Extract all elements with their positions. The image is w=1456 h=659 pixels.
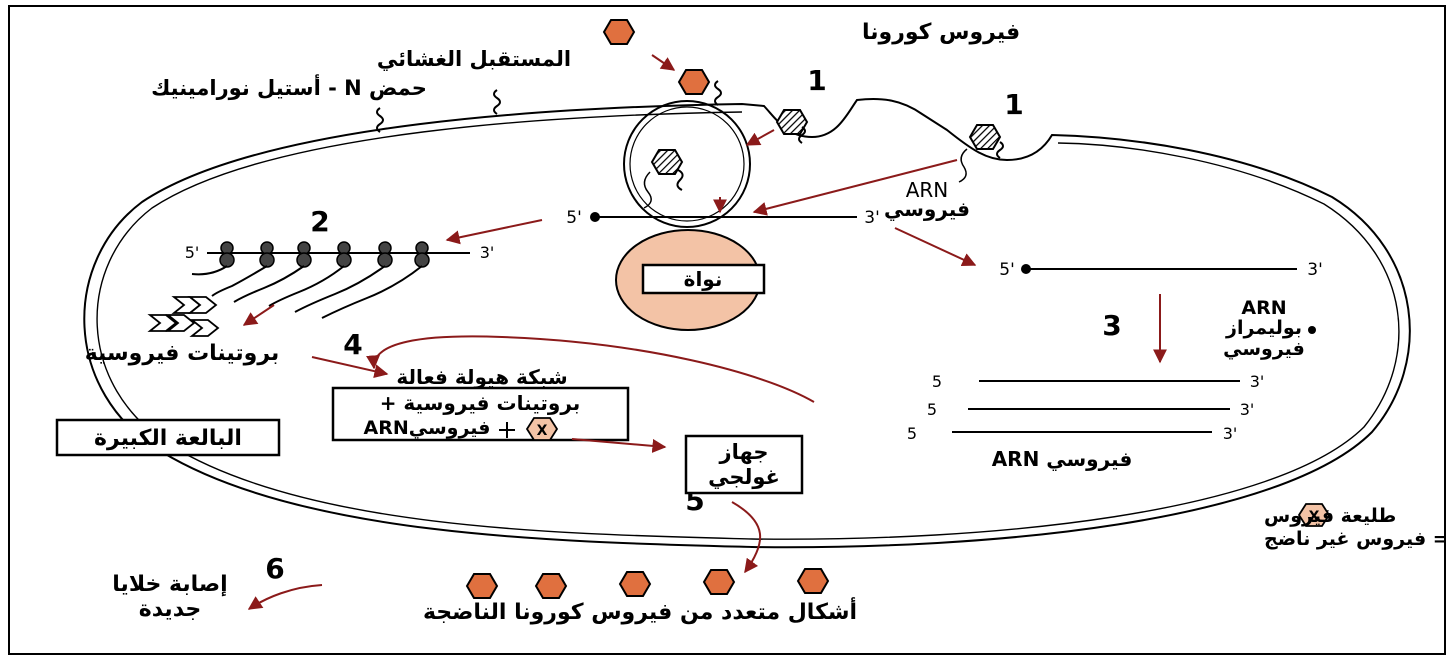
nucleus-label: نواة — [684, 267, 723, 291]
corona-virus-label: فيروس كورونا — [862, 20, 1020, 45]
polysome-3-prime: 3' — [480, 243, 495, 262]
new-cells-line-1: إصابة خلايا — [112, 572, 227, 597]
svg-text:3': 3' — [1250, 372, 1265, 391]
arrow-to-proteins — [242, 304, 275, 326]
arrow-rer-loop — [366, 335, 815, 403]
arrow-virus-in — [651, 54, 676, 71]
diagram-frame: 5' 3' ARN فيروسي 1 1 2 3 4 5 6 فيروس كور… — [8, 5, 1446, 655]
macrophage-box — [55, 418, 281, 457]
endocytic-vesicle — [623, 100, 751, 228]
golgi-label-2: غولجي — [708, 465, 780, 489]
golgi-label-1: جهاز — [719, 440, 769, 464]
svg-text:5: 5 — [907, 424, 917, 443]
svg-text:X: X — [537, 423, 548, 439]
assembly-line-1: بروتينات فيروسية + — [380, 391, 581, 415]
step-4: 4 — [343, 328, 362, 361]
arrow-proteins-to-rer — [311, 356, 389, 379]
mature-forms-label: أشكال متعدد من فيروس كورونا الناضجة — [423, 596, 857, 625]
arrow-direct-release — [752, 159, 958, 216]
step-2: 2 — [310, 205, 329, 238]
arn-viral-label-bottom: فيروسي — [884, 197, 970, 222]
nucleus-label-box — [641, 263, 766, 295]
polypeptide-chains — [191, 265, 423, 319]
protein-chevrons — [147, 296, 220, 337]
step-1a: 1 — [807, 64, 826, 97]
svg-text:5: 5 — [932, 372, 942, 391]
cell-membrane-inner — [96, 111, 1400, 540]
new-rna-copies — [952, 380, 1240, 433]
arrow-to-golgi — [571, 438, 667, 453]
ribosomes — [219, 241, 430, 268]
rer-label: شبكة هيولة فعالة — [396, 365, 567, 389]
svg-text:3': 3' — [1223, 424, 1238, 443]
rna-5-prime-label: 5' — [566, 208, 582, 228]
svg-text:5: 5 — [927, 400, 937, 419]
rna-3-prime-label: 3' — [864, 208, 880, 228]
legend-precursor-icon — [1297, 503, 1331, 527]
svg-text:3': 3' — [1240, 400, 1255, 419]
virus-attached-2 — [958, 124, 1004, 183]
arrow-golgi-exit — [731, 501, 762, 574]
virus-attached-1 — [775, 109, 809, 144]
macrophage-label: البالعة الكبيرة — [94, 426, 242, 451]
viral-proteins-label: بروتينات فيروسية — [85, 341, 280, 366]
arn-viral-label-top: ARN — [906, 178, 949, 202]
mature-viruses — [465, 568, 830, 599]
new-cells-line-2: جديدة — [139, 597, 202, 622]
step-1b: 1 — [1004, 88, 1023, 121]
acid-label: حمض N - أستيل نورامينيك — [151, 73, 427, 100]
legend-line-2: = فيروس غير ناضج — [1264, 528, 1444, 550]
arrow-to-vesicle — [745, 129, 775, 146]
arrow-to-replication — [894, 227, 977, 267]
replicating-rna-3p: 3' — [1307, 260, 1323, 280]
virus-hexagon-top — [602, 19, 636, 45]
coronavirus-cycle-diagram: 5' 3' ARN فيروسي 1 1 2 3 4 5 6 فيروس كور… — [55, 19, 1444, 625]
step-3: 3 — [1102, 309, 1121, 342]
polymerase-label-1: ARN — [1241, 297, 1286, 319]
membrane-receptors — [376, 80, 722, 133]
arn-viral-bottom-label: فيروسي ARN — [992, 447, 1133, 472]
step-6: 6 — [265, 552, 284, 585]
polymerase-label-2: بوليمراز — [1225, 317, 1302, 339]
arrow-to-polysome — [445, 219, 543, 245]
replicating-rna-5p: 5' — [999, 260, 1015, 280]
svg-text:X: X — [1309, 509, 1320, 525]
virus-hexagon-entering — [677, 69, 711, 95]
precursor-symbol-box — [525, 417, 559, 441]
polymerase-label-3: فيروسي — [1223, 338, 1305, 360]
cell-membrane — [83, 97, 1411, 549]
assembly-box — [331, 386, 630, 442]
golgi-box — [684, 434, 804, 495]
legend-line-1: طليعة فيروس — [1264, 505, 1396, 527]
membrane-receptor-label: المستقبل الغشائي — [377, 47, 571, 71]
polysome-5-prime: 5' — [185, 243, 200, 262]
virus-in-vesicle — [643, 149, 684, 209]
assembly-line-2: فيروسيARN — [364, 417, 491, 439]
arrow-new-infection — [247, 584, 323, 610]
